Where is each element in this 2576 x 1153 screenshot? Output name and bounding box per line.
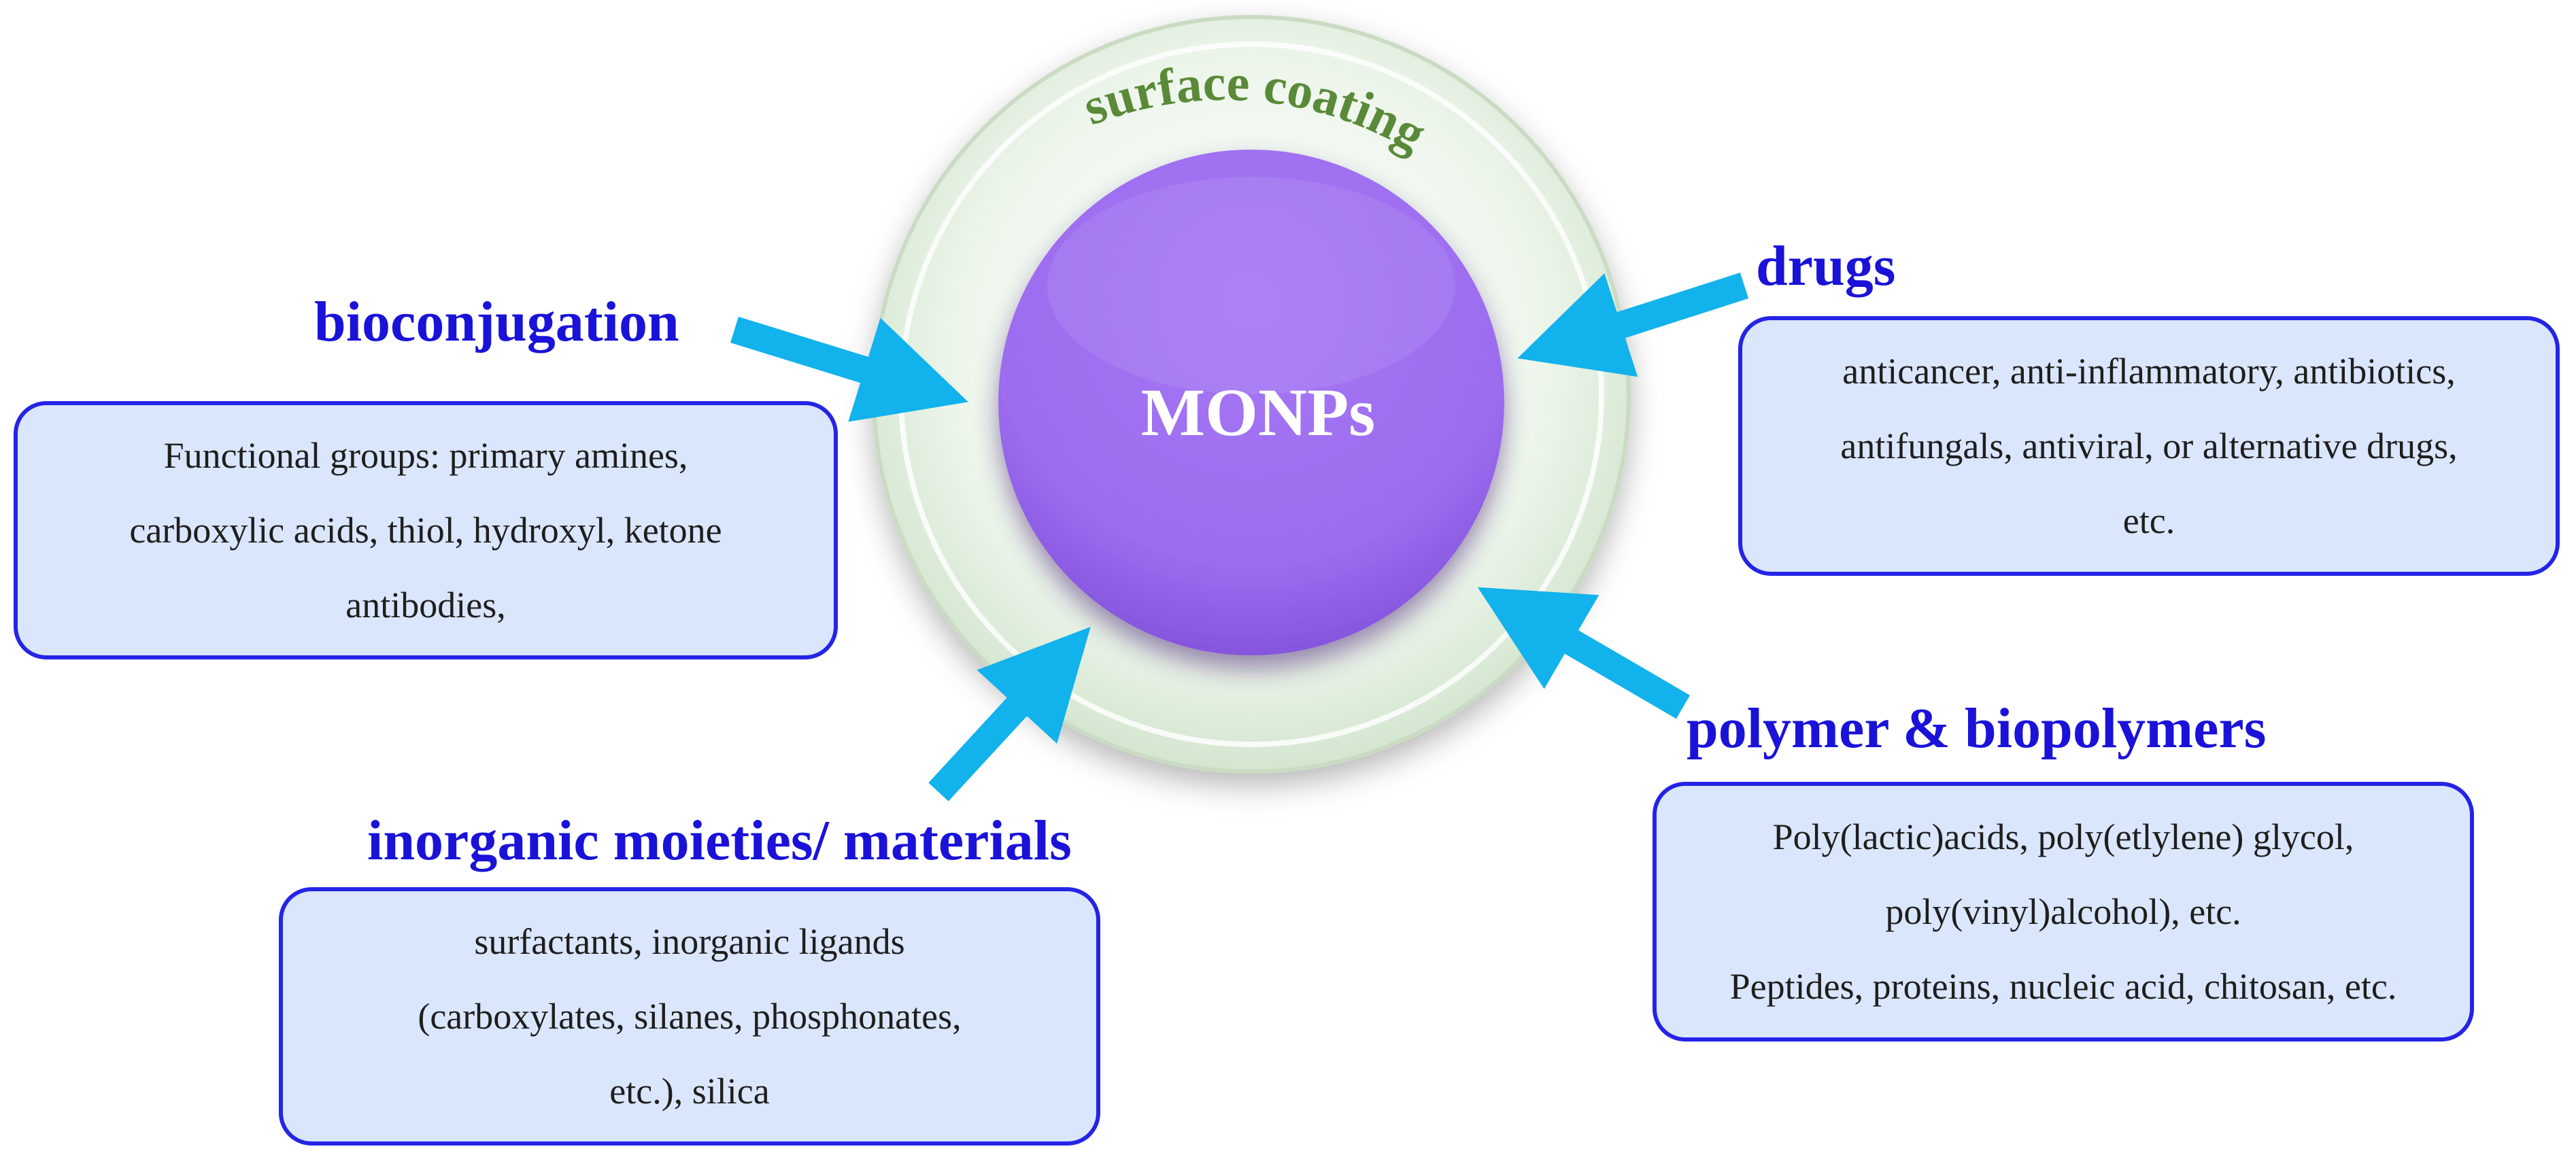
inorganic-line: surfactants, inorganic ligands [474,921,905,962]
drugs-box: anticancer, anti-inflammatory, antibioti… [1738,316,2560,576]
drugs-line: etc. [2122,500,2175,541]
core-highlight [1047,177,1455,394]
drugs-heading: drugs [1756,235,1896,298]
bioconjugation-box: Functional groups: primary amines, carbo… [14,401,838,659]
inorganic-box: surfactants, inorganic ligands (carboxyl… [279,887,1100,1146]
inorganic-heading: inorganic moieties/ materials [367,809,1072,872]
polymers-box: Poly(lactic)acids, poly(etlylene) glycol… [1653,782,2474,1042]
polymers-heading: polymer & biopolymers [1687,697,2267,760]
bioconjugation-heading: bioconjugation [314,290,679,354]
polymers-line: poly(vinyl)alcohol), etc. [1885,891,2241,932]
arrow-bioconjugation [730,316,968,422]
bioconjugation-line: Functional groups: primary amines, [163,435,688,476]
arrow-polymers [1477,587,1691,719]
polymers-line: Poly(lactic)acids, poly(etlylene) glycol… [1772,816,2354,857]
bioconjugation-line: antibodies, [345,585,506,625]
inorganic-line: etc.), silica [609,1071,770,1112]
drugs-line: anticancer, anti-inflammatory, antibioti… [1842,351,2456,392]
arrow-inorganic [928,627,1091,802]
drugs-line: antifungals, antiviral, or alternative d… [1840,426,2458,466]
bioconjugation-line: carboxylic acids, thiol, hydroxyl, keton… [129,510,722,551]
inorganic-line: (carboxylates, silanes, phosphonates, [418,996,962,1037]
polymers-line: Peptides, proteins, nucleic acid, chitos… [1729,966,2397,1007]
center-label: MONPs [1141,375,1375,450]
monps-core [998,150,1504,655]
arrow-drugs [1517,272,1749,377]
